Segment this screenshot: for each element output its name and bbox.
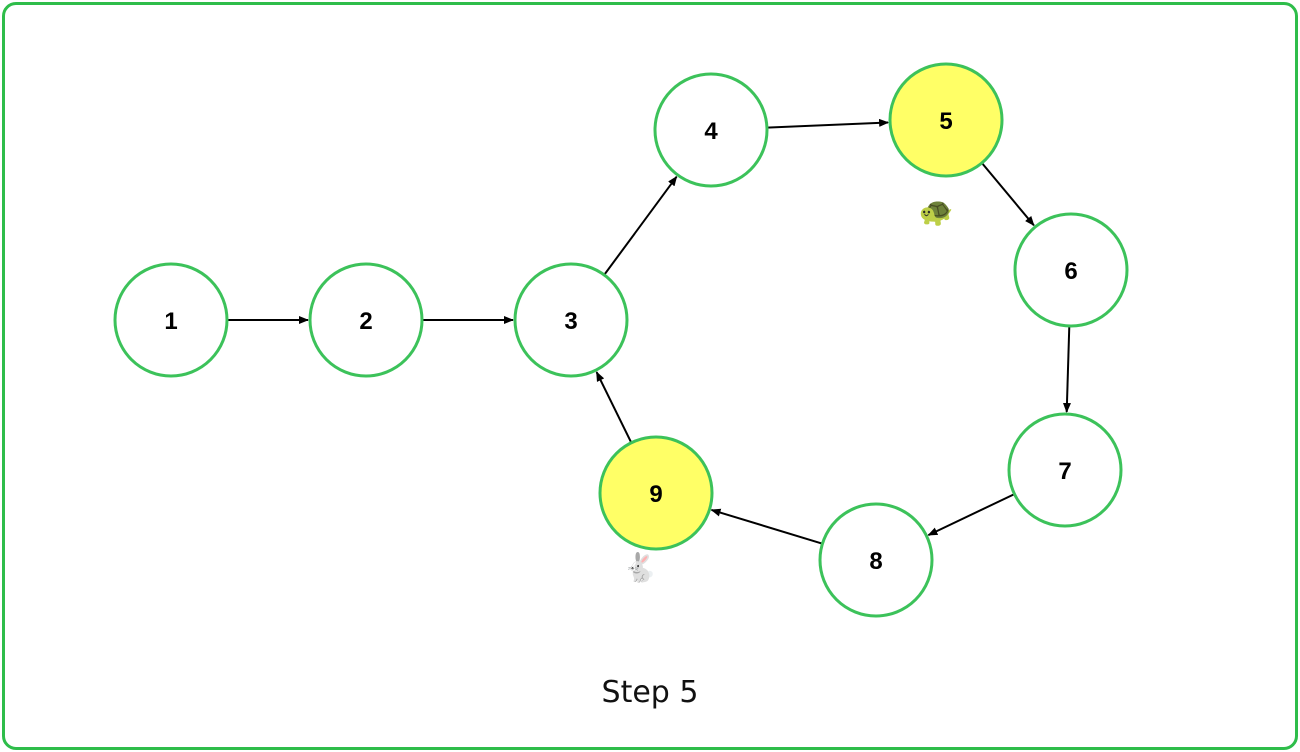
node-circle (653, 72, 769, 188)
node-7: 7 (1007, 412, 1123, 528)
node-circle (888, 62, 1004, 178)
node-1: 1 (113, 262, 229, 378)
node-label: 1 (164, 308, 177, 335)
node-circle (513, 262, 629, 378)
node-label: 6 (1064, 258, 1077, 285)
rabbit-icon: 🐇 (623, 551, 658, 584)
edge-n3-to-n4 (603, 175, 678, 276)
node-6: 6 (1013, 212, 1129, 328)
node-2: 2 (308, 262, 424, 378)
node-circle (113, 262, 229, 378)
node-9: 9 (598, 435, 714, 551)
edge-n5-to-n6 (981, 162, 1035, 227)
node-label: 2 (359, 308, 372, 335)
node-label: 3 (564, 308, 577, 335)
node-label: 4 (704, 118, 718, 145)
markers-layer: 🐢🐇 (623, 195, 954, 584)
node-5: 5 (888, 62, 1004, 178)
node-label: 5 (939, 108, 952, 135)
nodes-layer: 1 2 3 4 5 6 7 8 9 (113, 62, 1129, 618)
node-circle (818, 502, 934, 618)
node-4: 4 (653, 72, 769, 188)
step-caption: Step 5 (601, 675, 699, 710)
node-circle (598, 435, 714, 551)
edge-n4-to-n5 (766, 118, 890, 129)
edge-n7-to-n8 (927, 493, 1015, 537)
node-3: 3 (513, 262, 629, 378)
node-label: 8 (869, 548, 882, 575)
node-circle (1013, 212, 1129, 328)
edge-n8-to-n9 (710, 508, 823, 545)
node-8: 8 (818, 502, 934, 618)
edge-n9-to-n3 (595, 371, 633, 444)
tortoise-icon: 🐢 (919, 195, 954, 228)
node-label: 7 (1058, 458, 1071, 485)
edges-layer (227, 118, 1071, 545)
edge-n6-to-n7 (1062, 325, 1071, 413)
node-circle (1007, 412, 1123, 528)
node-circle (308, 262, 424, 378)
node-label: 9 (649, 481, 662, 508)
